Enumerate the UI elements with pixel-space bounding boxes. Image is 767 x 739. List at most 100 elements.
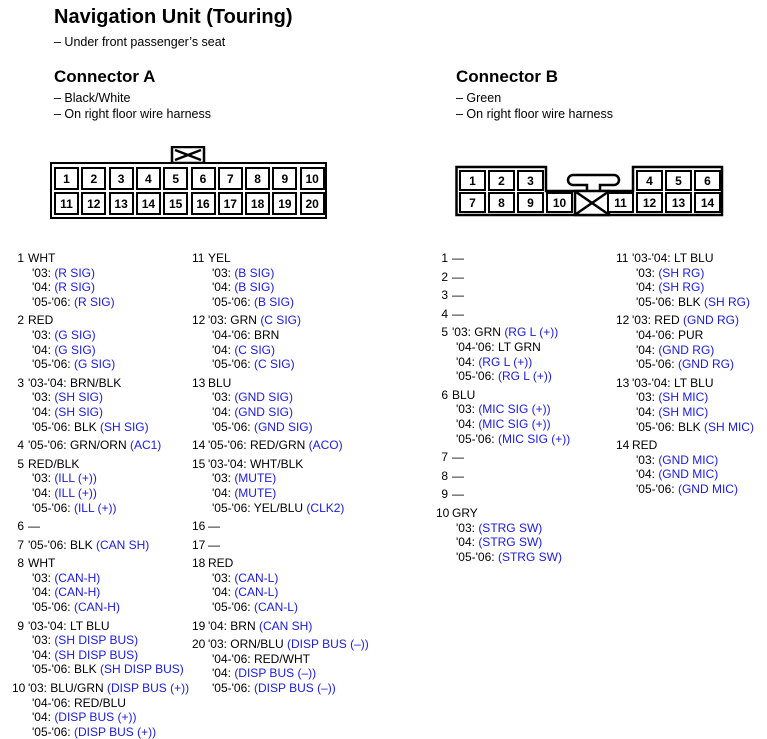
signal-name: (R SIG) [54, 265, 95, 280]
pin-number: 9 [441, 487, 448, 502]
year-variant-line: '04: (RG L (+)) [452, 355, 616, 370]
year-variant-line: '05-'06: YEL/BLU (CLK2) [208, 501, 392, 516]
year-variant-line: '05-'06: (C SIG) [208, 357, 392, 372]
year-label: '03: [212, 390, 235, 405]
signal-name: (GND RG) [658, 342, 715, 357]
year-label: '03: [212, 570, 235, 585]
pin-number: 13 [616, 375, 630, 390]
connector-terminal: 15 [163, 192, 189, 215]
wire-color: YEL [208, 251, 231, 265]
connector-terminal: 4 [636, 170, 663, 191]
year-label: '05-'06: [456, 431, 498, 446]
pin-entry: 9— [436, 487, 616, 502]
year-label: '05-'06: [456, 549, 498, 564]
year-label: '05-'06: [212, 294, 254, 309]
signal-name: (MIC SIG (+)) [478, 402, 551, 417]
pin-entry: 3— [436, 288, 616, 303]
signal-name: (DISP BUS (+)) [106, 681, 190, 696]
signal-name: (ILL (+)) [54, 485, 97, 500]
pin-number: 20 [192, 637, 206, 652]
year-label: '04-'06: PUR [636, 327, 704, 342]
year-label: '04: [212, 404, 235, 419]
year-variant-line: '05-'06: BLK (SH MIC) [632, 420, 766, 435]
year-variant-line: '05-'06: BLK (SH SIG) [28, 420, 192, 435]
pin-number: 19 [192, 618, 206, 633]
pin-entry: 9'03-'04: LT BLU'03: (SH DISP BUS)'04: (… [12, 619, 192, 677]
pin-number: 2 [441, 269, 448, 284]
year-variant-line: '04-'06: LT GRN [452, 340, 616, 355]
year-label: '05-'06: YEL/BLU [212, 500, 307, 515]
signal-name: (ILL (+)) [73, 500, 117, 515]
wire-color: WHT [28, 556, 56, 571]
signal-name: (SH MIC) [658, 390, 709, 405]
signal-name: (DISP BUS (+)) [73, 724, 157, 739]
pin-entry: 10'03: BLU/GRN (DISP BUS (+))'04-'06: RE… [12, 681, 192, 739]
pin-number: 11 [616, 251, 629, 265]
connector-terminal: 19 [272, 192, 298, 215]
year-variant-line: '04: (B SIG) [208, 280, 392, 295]
signal-name: (GND SIG) [234, 390, 293, 405]
year-label: '05-'06: [212, 419, 254, 434]
year-label: '04: [32, 280, 55, 295]
pin-number: 9 [17, 618, 24, 633]
year-variant-line: '04: (DISP BUS (+)) [28, 710, 192, 725]
pin-entry: 15'03-'04: WHT/BLK'03: (MUTE)'04: (MUTE)… [192, 457, 392, 515]
signal-name: (MIC SIG (+)) [478, 416, 551, 431]
pin-number: 7 [17, 537, 24, 552]
connector-b-pins-col2: 11'03-'04: LT BLU'03: (SH RG)'04: (SH RG… [616, 251, 766, 497]
signal-name: (GND RG) [677, 357, 734, 372]
year-variant-line: '04: (SH SIG) [28, 405, 192, 420]
year-label: '03: [212, 471, 235, 486]
wire-color: — [208, 519, 220, 534]
signal-name: (ILL (+)) [54, 471, 97, 486]
year-variant-line: '03: (CAN-H) [28, 571, 192, 586]
wire-color: — [452, 288, 464, 303]
year-label: '04: [212, 342, 235, 357]
year-label: '05-'06: [212, 357, 254, 372]
year-label: '05-'06: [32, 294, 74, 309]
signal-name: (STRG SW) [478, 535, 543, 550]
connector-terminal: 16 [190, 192, 216, 215]
year-label: '04: [32, 647, 55, 662]
year-label: '05-'06: [32, 500, 74, 515]
wire-color: '05-'06: RED/GRN [208, 438, 309, 453]
year-label: '03: [32, 265, 55, 280]
year-variant-line: '03: (SH DISP BUS) [28, 633, 192, 648]
pin-entry: 7'05-'06: BLK (CAN SH) [12, 538, 192, 553]
wire-color: '05-'06: BLK [28, 537, 96, 552]
connector-terminal: 18 [245, 192, 271, 215]
year-variant-line: '05-'06: (GND MIC) [632, 482, 766, 497]
wire-color: RED [208, 556, 234, 571]
year-label: '03: [636, 452, 659, 467]
connector-terminal: 3 [108, 167, 134, 190]
year-variant-line: '04: (GND RG) [632, 343, 766, 358]
connector-terminal: 13 [108, 192, 134, 215]
wire-color: '03: ORN/BLU [208, 637, 287, 652]
wire-color: '03: GRN [208, 313, 261, 328]
connector-terminal: 5 [665, 170, 692, 191]
signal-name: (SH RG) [658, 280, 705, 295]
year-label: '04: [636, 280, 659, 295]
connector-terminal: 10 [299, 167, 325, 190]
connector-terminal: 20 [299, 192, 325, 215]
wire-color: '03: GRN [452, 325, 505, 340]
signal-name: (RG L (+)) [497, 369, 552, 384]
signal-name: (CLK2) [306, 500, 345, 515]
pin-number: 8 [17, 556, 24, 571]
pin-entry: 12'03: RED (GND RG)'04-'06: PUR'04: (GND… [616, 313, 766, 371]
year-variant-line: '03: (STRG SW) [452, 521, 616, 536]
signal-name: (STRG SW) [478, 520, 543, 535]
signal-name: (DISP BUS (–)) [253, 681, 336, 696]
year-label: '03: [636, 390, 659, 405]
wire-color: — [452, 306, 464, 321]
wire-color: — [28, 519, 40, 534]
year-label: '04: [32, 342, 55, 357]
pin-entry: 2— [436, 270, 616, 285]
connector-terminal: 12 [636, 192, 663, 213]
pin-entry: 19'04: BRN (CAN SH) [192, 619, 392, 634]
